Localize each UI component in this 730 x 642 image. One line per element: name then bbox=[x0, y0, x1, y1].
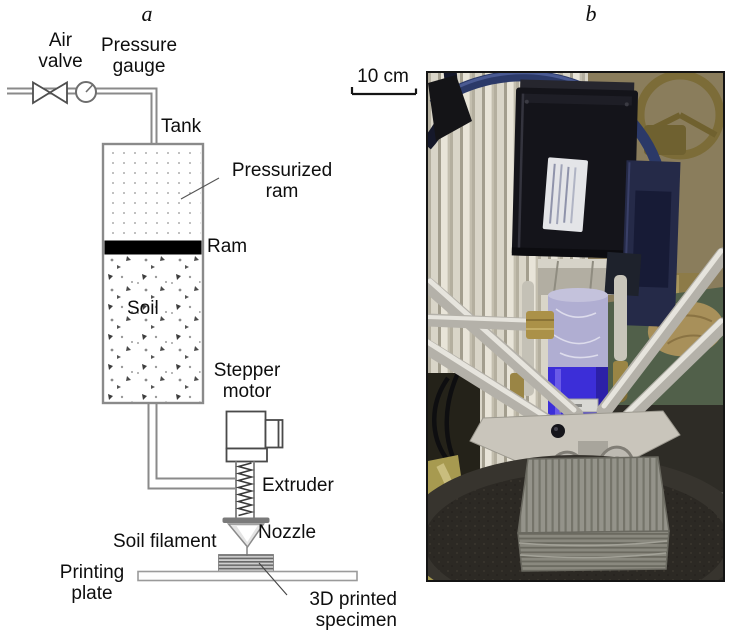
extruder-label: Extruder bbox=[262, 475, 334, 496]
pressurized-air-region bbox=[105, 146, 201, 240]
printer-photo-art bbox=[428, 73, 723, 580]
coupler-block bbox=[538, 251, 642, 297]
ram-piston bbox=[104, 240, 202, 255]
soil-feed-pipe bbox=[147, 403, 236, 490]
soil-filament-label: Soil filament bbox=[113, 531, 217, 552]
pressure-gauge-icon bbox=[75, 81, 97, 103]
extruder-barrel bbox=[235, 461, 255, 518]
soil-label: Soil bbox=[127, 298, 159, 319]
nozzle-flange bbox=[222, 517, 270, 523]
pressurized-ram-label: Pressurized ram bbox=[231, 160, 333, 202]
pressurized-ram-leader bbox=[180, 177, 220, 200]
printer-schematic bbox=[7, 80, 358, 596]
printed-specimen-symbol bbox=[218, 554, 274, 572]
nozzle-cone-highlight bbox=[236, 526, 258, 542]
tank-label: Tank bbox=[161, 116, 202, 137]
extruder-screw bbox=[235, 462, 255, 517]
printed-specimen-label: 3D printed specimen bbox=[309, 589, 397, 631]
air-valve-icon bbox=[32, 80, 68, 105]
scale-bar-text: 10 cm bbox=[357, 66, 409, 87]
motor-mount-bracket bbox=[620, 160, 681, 327]
scale-bar bbox=[350, 87, 418, 96]
motor-sticker bbox=[542, 157, 588, 233]
photo-printed-specimen bbox=[517, 456, 670, 572]
photo-stepper-motor bbox=[511, 79, 639, 259]
panel-a-label: a bbox=[141, 1, 153, 26]
specimen-leader bbox=[258, 562, 288, 596]
air-valve-label: Air valve bbox=[38, 30, 83, 72]
soil-region bbox=[105, 255, 201, 402]
brass-hex-fitting bbox=[526, 311, 554, 339]
nozzle-label: Nozzle bbox=[258, 522, 317, 543]
printer-photo bbox=[426, 71, 725, 582]
panel-b-label: b bbox=[585, 1, 597, 26]
stepper-motor-symbol bbox=[225, 410, 284, 463]
printing-plate-symbol bbox=[137, 570, 358, 582]
pressure-gauge-label: Pressure gauge bbox=[100, 35, 178, 77]
ram-label: Ram bbox=[207, 236, 248, 257]
cable-clamp bbox=[428, 75, 472, 141]
printing-plate-label: Printing plate bbox=[59, 562, 125, 604]
stepper-motor-label: Stepper motor bbox=[213, 360, 281, 402]
